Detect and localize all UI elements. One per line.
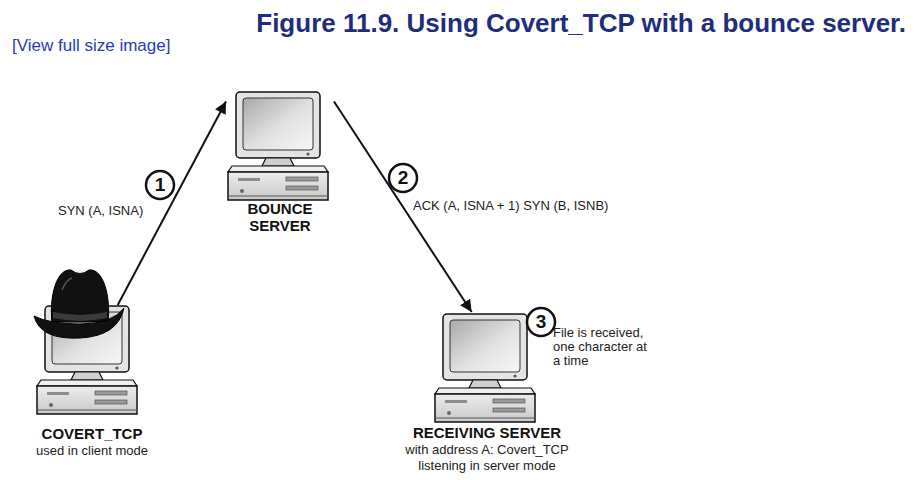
node-note: used in client mode: [20, 443, 164, 459]
callout-number: 2: [389, 164, 417, 192]
message-label: SYN (A, ISNA): [56, 203, 145, 218]
figure-title: Figure 11.9. Using Covert_TCP with a bou…: [256, 8, 906, 39]
message-label: ACK (A, ISNA + 1) SYN (B, ISNB): [411, 198, 610, 213]
node-title: BOUNCE SERVER: [226, 200, 334, 234]
view-link: [View full size image]: [12, 36, 170, 56]
computer-icon: [228, 92, 328, 200]
note-text: File is received, one character at a tim…: [553, 326, 651, 368]
node-note: with address A: Covert_TCP listening in …: [395, 442, 579, 474]
node-title: COVERT_TCP: [20, 425, 164, 442]
computer-node: RECEIVING SERVERwith address A: Covert_T…: [395, 312, 579, 474]
callout-number: 3: [527, 308, 555, 336]
callout-number: 1: [146, 171, 174, 199]
callout-circle: [146, 164, 555, 336]
computer-node: BOUNCE SERVER: [226, 90, 334, 234]
computer-icon: [435, 314, 535, 422]
cowboy-hat: [34, 270, 124, 338]
node-title: RECEIVING SERVER: [395, 424, 579, 441]
computer-node: COVERT_TCPused in client mode: [20, 305, 164, 459]
